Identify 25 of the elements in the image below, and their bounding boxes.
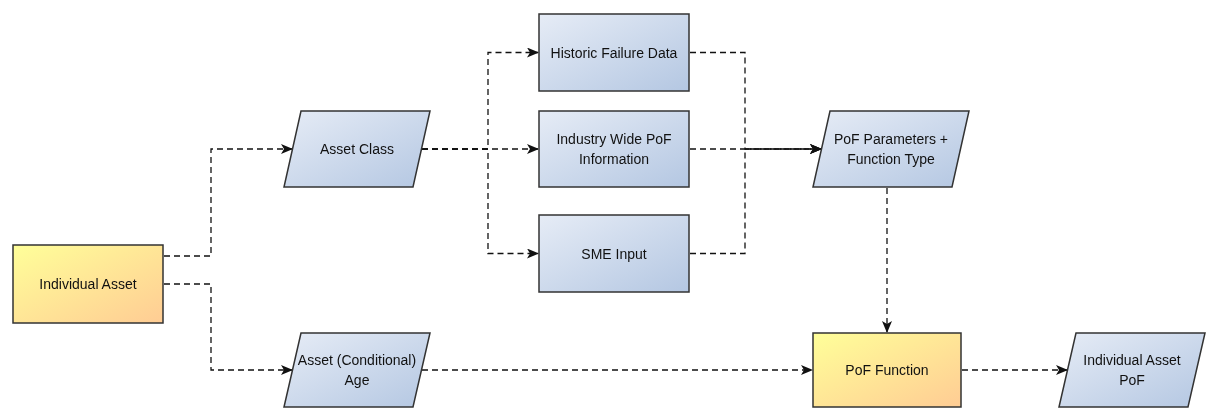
data-parallelogram [283, 110, 431, 188]
arrow [689, 144, 822, 255]
process-box [538, 110, 690, 188]
arrow [163, 283, 293, 375]
arrow [882, 187, 892, 333]
arrow [163, 144, 293, 257]
arrow [421, 148, 539, 259]
data-parallelogram [1058, 332, 1206, 408]
node-label: Individual Asset PoF [1082, 351, 1182, 390]
node-label: Individual Asset [39, 275, 137, 294]
process-box [12, 244, 164, 324]
node-label: Industry Wide PoF Information [555, 130, 673, 169]
node-label: Asset Class [320, 140, 394, 159]
node-label: PoF Function [845, 361, 929, 380]
node-label: SME Input [581, 244, 647, 264]
data-parallelogram [812, 110, 970, 188]
node-label: PoF Parameters + Function Type [833, 130, 949, 169]
process-box [812, 332, 962, 408]
arrow [421, 365, 813, 375]
node-label: Asset (Conditional) Age [296, 351, 418, 390]
process-box [538, 13, 690, 92]
arrow [961, 365, 1068, 375]
data-parallelogram [283, 332, 431, 408]
node-label: Historic Failure Data [550, 43, 678, 63]
process-box [538, 214, 690, 293]
